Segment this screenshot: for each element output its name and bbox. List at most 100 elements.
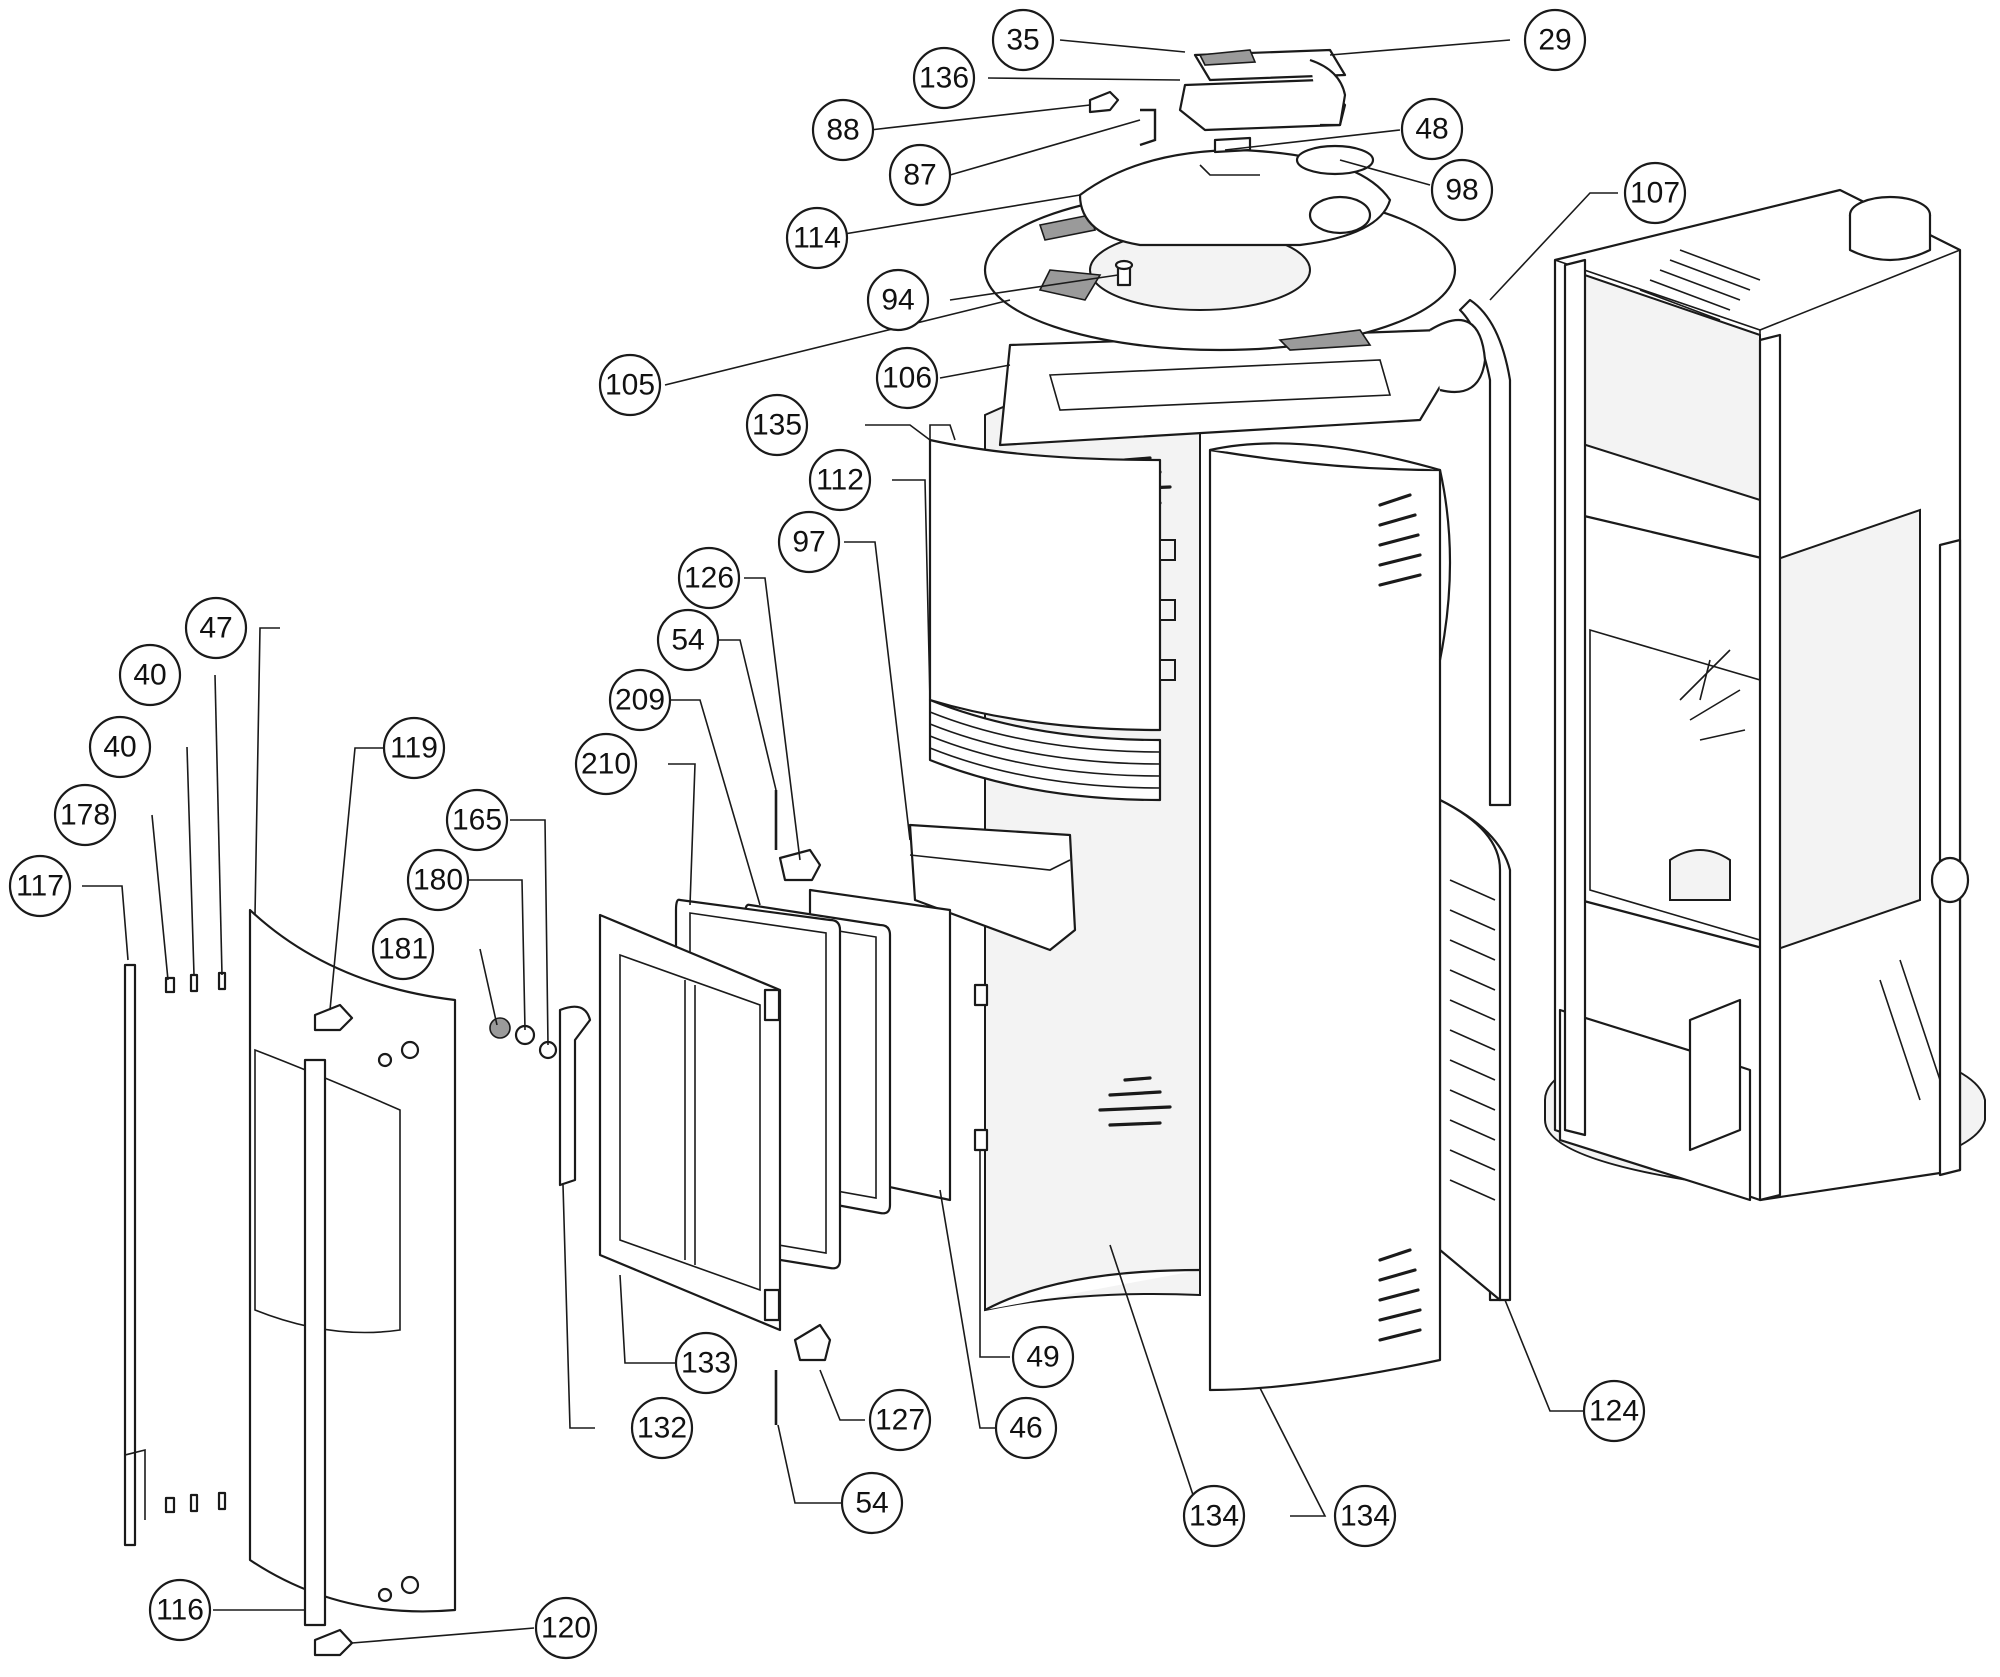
- svg-text:112: 112: [816, 464, 864, 497]
- top-plate-114: [1078, 148, 1392, 247]
- hinge-126: [774, 790, 822, 882]
- svg-text:35: 35: [1006, 24, 1039, 57]
- svg-text:181: 181: [378, 933, 428, 966]
- callout-49: 49: [1011, 1325, 1075, 1389]
- callout-133: 133: [674, 1331, 738, 1395]
- callout-54-top: 54: [656, 608, 720, 672]
- svg-text:54: 54: [855, 1487, 888, 1520]
- svg-text:180: 180: [413, 864, 463, 897]
- rear-grille-panel-124: [1438, 798, 1512, 1302]
- callout-107: 107: [1623, 161, 1687, 225]
- callout-126: 126: [677, 546, 741, 610]
- latch-49: [973, 983, 989, 1152]
- callout-134-right: 134: [1333, 1484, 1397, 1548]
- rail-116: [303, 1058, 327, 1627]
- front-upper-panel-135: [928, 424, 1176, 732]
- svg-text:98: 98: [1445, 174, 1478, 207]
- callout-112: 112: [808, 448, 872, 512]
- svg-text:97: 97: [792, 526, 825, 559]
- front-body-shell-134: [1208, 442, 1452, 1392]
- svg-text:135: 135: [752, 409, 802, 442]
- bracket-88: [1088, 90, 1120, 114]
- hinge-119: [313, 1003, 354, 1032]
- svg-text:40: 40: [103, 731, 136, 764]
- svg-text:54: 54: [671, 624, 704, 657]
- callout-117: 117: [8, 854, 72, 918]
- svg-text:136: 136: [919, 62, 969, 95]
- callout-98: 98: [1430, 158, 1494, 222]
- svg-text:105: 105: [605, 369, 655, 402]
- stove-frame-assembly: [1544, 188, 1986, 1202]
- callout-127: 127: [868, 1388, 932, 1452]
- callout-29: 29: [1523, 8, 1587, 72]
- svg-text:87: 87: [903, 159, 936, 192]
- svg-text:116: 116: [156, 1594, 204, 1627]
- callout-40-lower: 40: [88, 715, 152, 779]
- svg-text:48: 48: [1415, 113, 1448, 146]
- svg-text:94: 94: [881, 284, 914, 317]
- callout-47: 47: [184, 596, 248, 660]
- callout-labels: 35 29 136 88 48 87 98 107 114 94 105 106…: [8, 8, 1687, 1660]
- callout-40-upper: 40: [118, 643, 182, 707]
- svg-text:106: 106: [882, 362, 932, 395]
- callout-135: 135: [745, 393, 809, 457]
- callout-134-left: 134: [1182, 1484, 1246, 1548]
- svg-text:49: 49: [1026, 1341, 1059, 1374]
- round-plate-98: [1295, 144, 1375, 176]
- callout-105: 105: [598, 353, 662, 417]
- door-133: [598, 913, 782, 1332]
- svg-text:165: 165: [452, 804, 502, 837]
- callout-46: 46: [994, 1396, 1058, 1460]
- callout-180: 180: [406, 848, 470, 912]
- svg-text:114: 114: [793, 222, 841, 255]
- callout-210: 210: [574, 732, 638, 796]
- callout-97: 97: [777, 510, 841, 574]
- svg-text:124: 124: [1589, 1395, 1639, 1428]
- door-handle-132: [558, 1005, 592, 1187]
- bracket-87: [1139, 108, 1157, 147]
- svg-text:107: 107: [1630, 177, 1680, 210]
- callout-114: 114: [785, 206, 849, 270]
- svg-text:46: 46: [1009, 1412, 1042, 1445]
- svg-text:29: 29: [1538, 24, 1571, 57]
- callout-94: 94: [866, 268, 930, 332]
- callout-48: 48: [1400, 97, 1464, 161]
- callout-88: 88: [811, 98, 875, 162]
- callout-35: 35: [991, 8, 1055, 72]
- louvre-112: [928, 698, 1162, 802]
- svg-text:117: 117: [16, 870, 64, 903]
- svg-text:88: 88: [826, 114, 859, 147]
- callout-181: 181: [371, 917, 435, 981]
- hinge-120: [313, 1628, 354, 1657]
- callout-178: 178: [53, 783, 117, 847]
- svg-text:134: 134: [1340, 1500, 1390, 1533]
- svg-text:120: 120: [541, 1612, 591, 1645]
- knob-94: [1114, 259, 1134, 287]
- control-box-assembly: [1178, 48, 1347, 154]
- strip-117: [123, 963, 146, 1547]
- side-panel-47: [248, 908, 457, 1613]
- callout-119: 119: [382, 716, 446, 780]
- callout-165: 165: [445, 788, 509, 852]
- callout-136: 136: [912, 46, 976, 110]
- screws-40-178: [164, 971, 227, 1514]
- svg-text:132: 132: [637, 1412, 687, 1445]
- ash-tray-97: [908, 823, 1077, 952]
- hinge-127: [774, 1323, 832, 1425]
- callout-209: 209: [608, 668, 672, 732]
- svg-text:209: 209: [615, 684, 665, 717]
- svg-text:119: 119: [390, 732, 438, 765]
- fittings-181-180-165: [489, 1017, 558, 1060]
- svg-text:40: 40: [133, 659, 166, 692]
- svg-text:134: 134: [1189, 1500, 1239, 1533]
- svg-text:133: 133: [681, 1347, 731, 1380]
- callout-87: 87: [888, 143, 952, 207]
- svg-text:210: 210: [581, 748, 631, 781]
- svg-text:47: 47: [199, 612, 232, 645]
- callout-116: 116: [148, 1578, 212, 1642]
- svg-text:127: 127: [875, 1404, 925, 1437]
- svg-text:178: 178: [60, 799, 110, 832]
- svg-text:126: 126: [684, 562, 734, 595]
- callout-106: 106: [875, 346, 939, 410]
